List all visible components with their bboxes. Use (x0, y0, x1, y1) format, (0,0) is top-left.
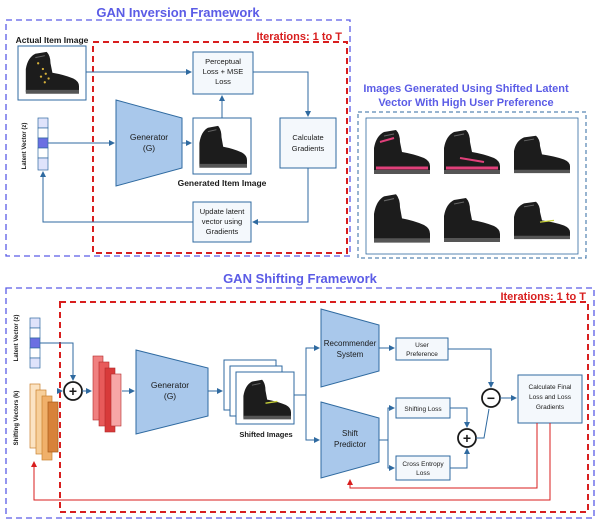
shifting-title: GAN Shifting Framework (223, 271, 378, 286)
shifting-generator-sub: (G) (164, 391, 176, 401)
loss-line-2: Loss + MSE (203, 67, 244, 76)
shifting-iteration-frame (59, 301, 589, 513)
actual-item-boot-image (25, 51, 80, 95)
actual-item-label: Actual Item Image (16, 35, 89, 45)
shoe-image-6 (513, 201, 571, 240)
inversion-title: GAN Inversion Framework (96, 5, 260, 20)
shifting-generator-label: Generator (151, 380, 189, 390)
shifted-panel-title-1: Images Generated Using Shifted Latent (363, 83, 569, 95)
shifting-vectors-stack (29, 383, 59, 461)
shifting-feedback-arrows (31, 423, 551, 501)
combine-plus-symbol: + (69, 383, 77, 399)
inversion-latent-label: Latent Vector (z) (22, 123, 28, 170)
gradients-line-2: Gradients (292, 144, 325, 153)
shoe-image-2 (443, 129, 501, 175)
update-line-1: Update latent (200, 207, 246, 216)
loss-plus-symbol: + (463, 430, 471, 446)
loss-line-3: Loss (215, 77, 231, 86)
shifted-images-label: Shifted Images (239, 430, 292, 439)
recommender-shape (320, 308, 380, 388)
loss-minus-symbol: − (487, 390, 495, 406)
shifting-loss-label: Shifting Loss (404, 406, 442, 413)
shifting-latent-vector (29, 317, 41, 369)
shift-predictor-line-2: Predictor (334, 440, 366, 449)
ce-line-2: Loss (416, 470, 430, 477)
inversion-iterations-label: Iterations: 1 to T (256, 31, 342, 43)
shifted-latent-columns (92, 355, 122, 433)
perceptual-loss-box (192, 51, 254, 95)
gradients-line-1: Calculate (292, 133, 323, 142)
final-loss-box (517, 374, 583, 424)
update-line-2: vector using (202, 217, 242, 226)
shifting-latent-label: Latent Vector (z) (14, 315, 20, 362)
shift-predictor-shape (320, 401, 380, 479)
shifted-panel-frame (357, 111, 587, 259)
shifting-vectors-label: Shifting Vectors (k) (14, 391, 20, 446)
shifted-panel-title-2: Vector With High User Preference (378, 97, 553, 109)
inversion-generator-sub: (G) (143, 143, 155, 153)
inversion-iteration-frame (92, 41, 348, 254)
final-line-3: Gradients (536, 404, 565, 411)
recommender-line-2: System (337, 350, 364, 359)
final-line-2: Loss and Loss (529, 394, 572, 401)
cross-entropy-box (395, 455, 451, 481)
shifting-iterations-label: Iterations: 1 to T (500, 291, 586, 303)
inversion-generator-label: Generator (130, 132, 168, 142)
inversion-frame (5, 19, 351, 257)
recommender-line-1: Recommender (324, 339, 377, 348)
inversion-generator-shape (115, 99, 183, 187)
user-pref-line-2: Preference (406, 351, 438, 358)
final-line-1: Calculate Final (529, 384, 573, 391)
loss-line-1: Perceptual (205, 57, 241, 66)
generated-item-label: Generated Item Image (178, 178, 267, 188)
shifting-arrows (40, 342, 517, 471)
inversion-latent-vector (37, 117, 49, 171)
user-pref-line-1: User (415, 342, 430, 349)
shifted-images-stack (223, 359, 295, 425)
shifting-frame (5, 287, 595, 519)
shifting-generator-shape (135, 349, 209, 435)
ce-line-1: Cross Entropy (402, 461, 444, 468)
update-latent-box (192, 201, 252, 243)
update-line-3: Gradients (206, 227, 239, 236)
shift-predictor-line-1: Shift (342, 429, 359, 438)
inversion-arrows (40, 69, 311, 225)
shoe-image-1 (373, 129, 431, 175)
calculate-gradients-box (279, 117, 337, 169)
